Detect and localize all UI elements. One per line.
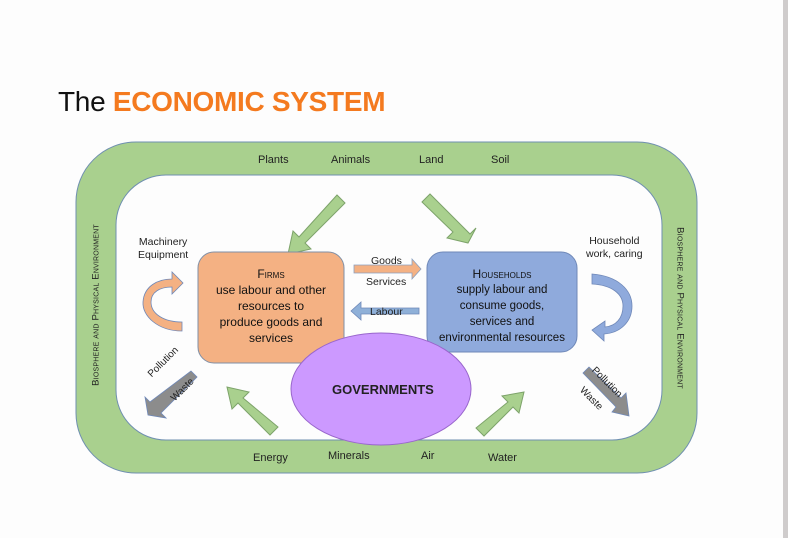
household-work-label: Household work, caring xyxy=(586,235,643,260)
page-title: The ECONOMIC SYSTEM xyxy=(58,86,386,118)
resource-land: Land xyxy=(419,154,444,166)
household-work-loop-arrow-icon xyxy=(591,273,633,342)
resource-plants: Plants xyxy=(258,154,289,166)
left-frame-label: Biosphere and Physical Environment xyxy=(90,224,102,386)
firms-heading: Firms xyxy=(257,267,285,281)
arrow-land-soil-to-households-icon xyxy=(421,193,477,244)
households-box xyxy=(426,251,578,353)
title-prefix: The xyxy=(58,86,106,117)
services-label: Services xyxy=(366,276,407,288)
arrow-energy-minerals-to-firms-icon xyxy=(226,386,279,436)
goods-label: Goods xyxy=(371,255,402,267)
firms-box xyxy=(197,251,345,364)
machinery-loop-arrow-icon xyxy=(142,271,184,332)
households-text: Households supply labour and consume goo… xyxy=(429,266,575,346)
biosphere-frame xyxy=(75,141,698,474)
governments-ellipse xyxy=(290,332,472,446)
firms-waste-arrow-icon xyxy=(144,370,198,419)
resource-minerals: Minerals xyxy=(328,450,370,462)
resource-water: Water xyxy=(488,452,517,464)
firms-text: Firms use labour and other resources to … xyxy=(202,266,340,346)
vertical-scrollbar[interactable] xyxy=(783,0,788,538)
labour-label: Labour xyxy=(370,306,403,318)
arrow-plants-animals-to-firms-icon xyxy=(287,194,346,255)
households-heading: Households xyxy=(472,267,532,281)
resource-soil: Soil xyxy=(491,154,510,166)
arrow-air-water-to-households-icon xyxy=(475,391,525,437)
resource-air: Air xyxy=(421,450,435,462)
resource-energy: Energy xyxy=(253,452,288,464)
machinery-label: Machinery Equipment xyxy=(138,236,189,261)
labour-arrow-icon xyxy=(350,301,420,321)
resource-animals: Animals xyxy=(331,154,371,166)
goods-services-arrow-icon xyxy=(353,257,422,281)
right-frame-label: Biosphere and Physical Environment xyxy=(674,227,686,389)
title-highlight: ECONOMIC SYSTEM xyxy=(112,86,386,117)
governments-label: GOVERNMENTS xyxy=(332,382,434,397)
households-waste-arrow-icon xyxy=(582,366,630,417)
